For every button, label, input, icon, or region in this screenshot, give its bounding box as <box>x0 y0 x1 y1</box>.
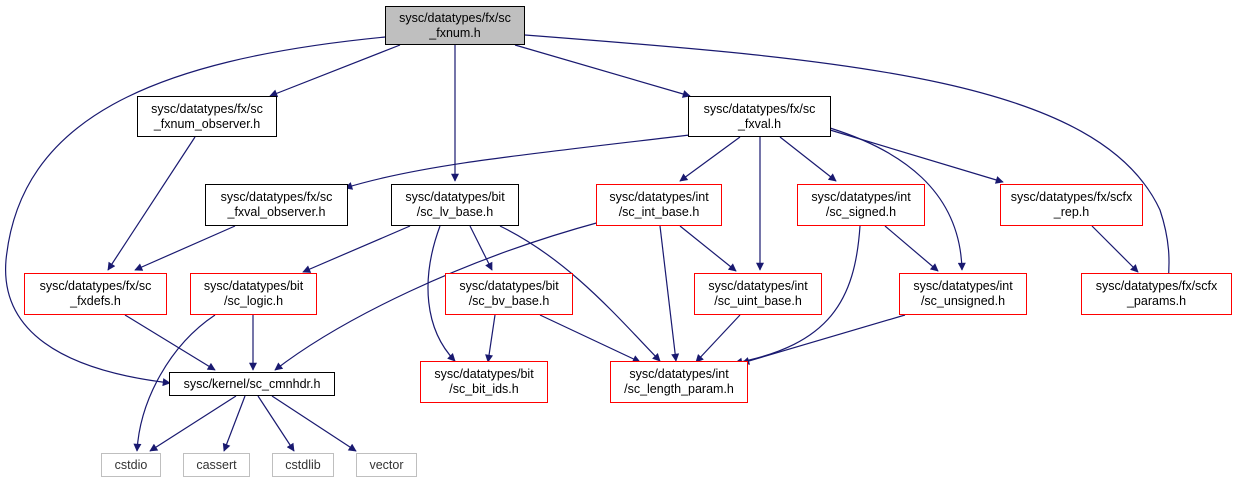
edge-fxnum-to-scfx-params <box>524 34 1173 283</box>
node-label-line: sysc/datatypes/bit <box>203 279 304 293</box>
node-label-line: sysc/datatypes/fx/sc <box>220 190 333 204</box>
node-label-line: sysc/datatypes/bit <box>434 367 534 381</box>
edge-fxnum-to-fxval <box>514 44 691 98</box>
node-label-line: cstdio <box>114 457 148 472</box>
edge-uint-base-to-length-param <box>695 314 741 363</box>
edge-bv-base-to-length-param <box>539 314 641 363</box>
node-cstdio: cstdio <box>101 453 161 477</box>
edge-bv-base-to-bit-ids <box>485 314 496 363</box>
node-label-line: sysc/datatypes/int <box>629 367 729 381</box>
edge-fxval-to-fxval-observer <box>344 134 691 190</box>
node-lv-base[interactable]: sysc/datatypes/bit/sc_lv_base.h <box>391 184 519 226</box>
node-label-line: sysc/kernel/sc_cmnhdr.h <box>183 376 321 391</box>
node-label-line: sysc/datatypes/fx/sc <box>39 279 152 293</box>
node-fxval[interactable]: sysc/datatypes/fx/sc_fxval.h <box>688 96 831 137</box>
node-label-line: /sc_signed.h <box>825 205 897 219</box>
node-label-line: /sc_length_param.h <box>624 382 734 396</box>
edge-int-base-to-length-param <box>659 225 680 362</box>
edge-cmnhdr-to-cstdlib <box>257 395 295 452</box>
node-label-line: sysc/datatypes/fx/scfx <box>1095 279 1218 293</box>
edge-fxval-to-int-base <box>679 136 741 182</box>
node-logic[interactable]: sysc/datatypes/bit/sc_logic.h <box>190 273 317 315</box>
node-cmnhdr[interactable]: sysc/kernel/sc_cmnhdr.h <box>169 372 335 396</box>
node-label-line: _params.h <box>1126 294 1187 308</box>
node-label-line: cstdlib <box>285 457 321 472</box>
node-bv-base[interactable]: sysc/datatypes/bit/sc_bv_base.h <box>445 273 573 315</box>
edge-fxnum-observer-to-fxdefs <box>107 136 196 271</box>
node-label-line: sysc/datatypes/fx/scfx <box>1010 190 1133 204</box>
node-vector: vector <box>356 453 417 477</box>
edge-unsigned-to-length-param <box>741 314 906 365</box>
node-label-line: /sc_bit_ids.h <box>449 382 519 396</box>
edge-scfx-rep-to-scfx-params <box>1091 225 1139 273</box>
node-label-line: /sc_logic.h <box>223 294 284 308</box>
node-label-line: sysc/datatypes/int <box>913 279 1013 293</box>
node-unsigned[interactable]: sysc/datatypes/int/sc_unsigned.h <box>899 273 1027 315</box>
node-fxval-observer[interactable]: sysc/datatypes/fx/sc_fxval_observer.h <box>205 184 348 226</box>
node-label-line: _fxval.h <box>737 116 782 131</box>
edge-signed-to-unsigned <box>884 225 939 272</box>
edge-fxval-to-signed <box>779 136 837 182</box>
node-label-line: vector <box>369 457 404 472</box>
node-scfx-rep[interactable]: sysc/datatypes/fx/scfx_rep.h <box>1000 184 1143 226</box>
edge-fxnum-to-fxnum-observer <box>269 44 401 98</box>
node-uint-base[interactable]: sysc/datatypes/int/sc_uint_base.h <box>694 273 822 315</box>
node-scfx-params[interactable]: sysc/datatypes/fx/scfx_params.h <box>1081 273 1232 315</box>
node-label-line: sysc/datatypes/fx/sc <box>399 10 511 25</box>
node-label-line: sysc/datatypes/int <box>609 190 709 204</box>
edge-fxval-to-scfx-rep <box>829 129 1004 184</box>
edge-cmnhdr-to-cassert <box>222 395 246 452</box>
node-label-line: /sc_uint_base.h <box>714 294 802 308</box>
node-label-line: /sc_unsigned.h <box>920 294 1006 308</box>
node-label-line: /sc_bv_base.h <box>468 294 550 308</box>
edge-cmnhdr-to-cstdio <box>149 395 237 452</box>
node-length-param[interactable]: sysc/datatypes/int/sc_length_param.h <box>610 361 748 403</box>
edge-lv-base-to-bv-base <box>469 225 493 271</box>
node-label-line: /sc_lv_base.h <box>416 205 494 219</box>
node-cassert: cassert <box>183 453 250 477</box>
node-label-line: sysc/datatypes/fx/sc <box>151 101 263 116</box>
node-label-line: _rep.h <box>1053 205 1090 219</box>
node-cstdlib: cstdlib <box>272 453 334 477</box>
node-label-line: _fxnum_observer.h <box>153 116 261 131</box>
node-label-line: sysc/datatypes/int <box>811 190 911 204</box>
node-int-base[interactable]: sysc/datatypes/int/sc_int_base.h <box>596 184 722 226</box>
node-label-line: _fxdefs.h <box>70 294 121 308</box>
edge-lv-base-to-bit-ids <box>427 225 456 362</box>
edge-lv-base-to-length-param <box>499 225 661 362</box>
node-fxdefs[interactable]: sysc/datatypes/fx/sc_fxdefs.h <box>24 273 167 315</box>
node-label-line: sysc/datatypes/bit <box>459 279 559 293</box>
node-label-line: sysc/datatypes/fx/sc <box>703 101 816 116</box>
node-label-line: sysc/datatypes/int <box>708 279 808 293</box>
node-label-line: sysc/datatypes/bit <box>405 190 505 204</box>
node-fxnum-observer[interactable]: sysc/datatypes/fx/sc_fxnum_observer.h <box>137 96 277 137</box>
node-signed[interactable]: sysc/datatypes/int/sc_signed.h <box>797 184 925 226</box>
node-fxnum: sysc/datatypes/fx/sc_fxnum.h <box>385 6 525 45</box>
node-label-line: _fxval_observer.h <box>227 205 326 219</box>
edge-int-base-to-cmnhdr <box>274 221 601 371</box>
edge-cmnhdr-to-vector <box>271 395 357 452</box>
edge-lv-base-to-logic <box>302 225 411 273</box>
edge-fxval-observer-to-fxdefs <box>134 225 236 271</box>
edge-int-base-to-uint-base <box>679 225 737 272</box>
node-label-line: _fxnum.h <box>429 25 481 40</box>
node-label-line: /sc_int_base.h <box>618 205 700 219</box>
edge-fxnum-to-cmnhdr <box>5 36 386 387</box>
node-label-line: cassert <box>196 457 237 472</box>
edge-logic-to-cstdio <box>133 314 216 452</box>
node-bit-ids[interactable]: sysc/datatypes/bit/sc_bit_ids.h <box>420 361 548 403</box>
edge-fxdefs-to-cmnhdr <box>124 314 216 371</box>
